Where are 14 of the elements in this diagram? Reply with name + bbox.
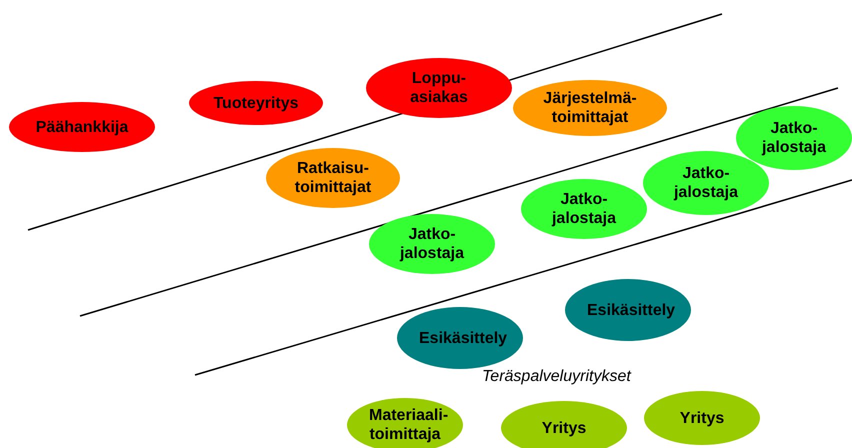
ellipse-node: Yritys: [501, 401, 627, 448]
group-label: Teräspalveluyritykset: [482, 368, 631, 386]
ellipse-node: Esikäsittely: [565, 279, 691, 341]
ellipse-node: Loppu- asiakas: [366, 58, 512, 118]
ellipse-node: Järjestelmä- toimittajat: [513, 80, 667, 136]
ellipse-node: Päähankkija: [9, 102, 155, 152]
ellipse-node: Jatko- jalostaja: [736, 106, 852, 170]
ellipse-node: Esikäsittely: [397, 307, 523, 369]
ellipse-node: Tuoteyritys: [189, 81, 323, 125]
ellipse-node: Yritys: [644, 391, 760, 445]
ellipse-node: Jatko- jalostaja: [369, 214, 495, 274]
ellipse-node: Jatko- jalostaja: [521, 179, 647, 239]
ellipse-node: Materiaali- toimittaja: [347, 398, 463, 448]
ellipse-node: Ratkaisu- toimittajat: [266, 148, 400, 208]
